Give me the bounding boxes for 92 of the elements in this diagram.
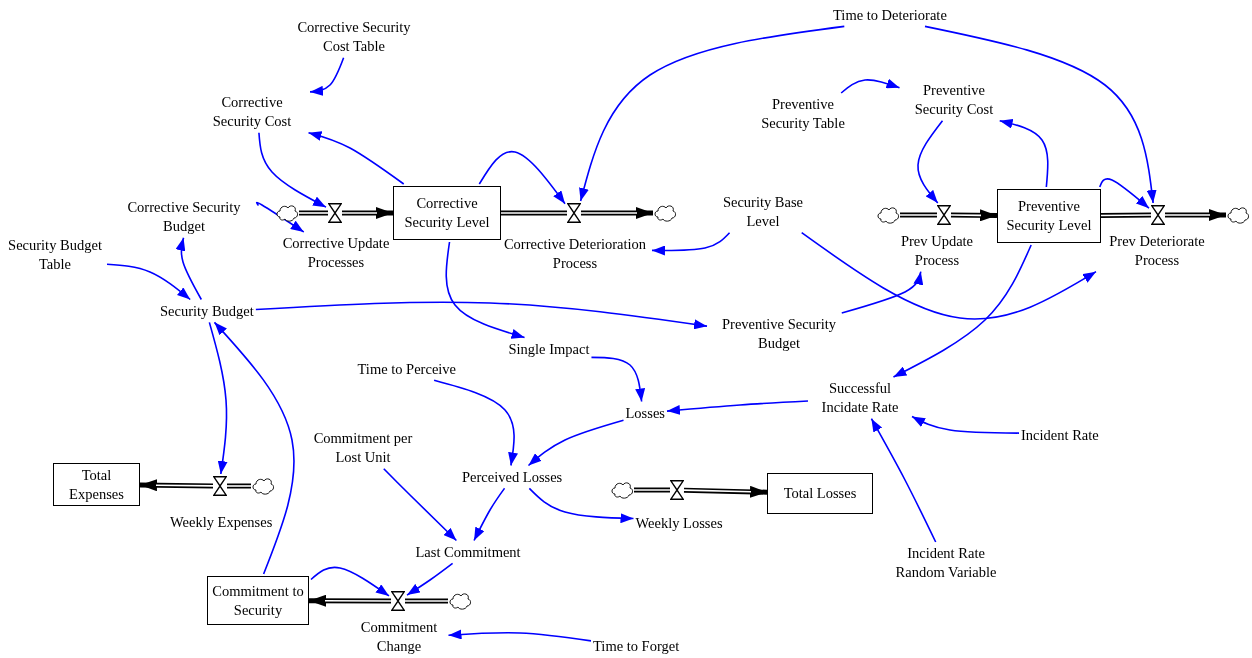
arrow: [208, 321, 228, 475]
arrow: [892, 244, 1032, 378]
flow-pipe: [405, 598, 448, 604]
flow-label: Prev Update Process: [888, 232, 986, 270]
valve-icon: [670, 480, 684, 500]
valve-icon: [213, 476, 227, 496]
flow-pipe: [501, 210, 567, 216]
flow-pipe: [900, 212, 937, 218]
flow-pipe: [342, 207, 393, 219]
variable-label: Last Commitment: [415, 542, 521, 562]
arrow: [255, 301, 708, 330]
arrow: [917, 119, 944, 204]
arrow: [406, 562, 454, 596]
flow-label: Commitment Change: [351, 618, 447, 656]
variable-label: Corrective Security Cost Table: [289, 18, 419, 56]
arrow: [840, 270, 924, 314]
cloud-icon: [275, 203, 299, 223]
flow-label: Prev Deteriorate Process: [1098, 232, 1216, 270]
variable-label: Corrective Security Cost: [196, 93, 308, 131]
arrow: [666, 400, 809, 415]
arrow: [590, 356, 646, 403]
stock-box: Commitment to Security: [207, 576, 309, 625]
valve-icon: [937, 205, 951, 225]
arrow: [307, 131, 405, 185]
arrow: [175, 236, 203, 301]
variable-label: Perceived Losses: [462, 467, 563, 487]
flow-pipe: [299, 210, 328, 216]
flow-pipe: [1165, 209, 1226, 221]
cloud-icon: [251, 476, 275, 496]
arrow: [473, 487, 506, 542]
arrow: [528, 487, 635, 524]
flow-label: Weekly Expenses: [170, 512, 273, 532]
variable-label: Incident Rate: [1021, 425, 1099, 445]
cloud-icon: [1226, 205, 1250, 225]
arrow: [800, 231, 1097, 320]
variable-label: Commitment per Lost Unit: [300, 429, 426, 467]
arrow: [445, 241, 526, 339]
arrow: [840, 78, 901, 94]
variable-label: Time to Deteriorate: [833, 5, 947, 25]
arrow: [447, 629, 592, 642]
valve-icon: [567, 203, 581, 223]
valve-icon: [391, 591, 405, 611]
arrow: [213, 321, 295, 575]
valve-icon: [1151, 205, 1165, 225]
variable-label: Incident Rate Random Variable: [893, 544, 999, 582]
cloud-icon: [448, 591, 472, 611]
arrow: [527, 419, 625, 467]
cloud-icon: [610, 480, 634, 500]
flow-label: Weekly Losses: [635, 513, 723, 533]
variable-label: Security Base Level: [713, 193, 813, 231]
arrow: [651, 231, 731, 256]
variable-label: Corrective Security Budget: [111, 198, 257, 236]
variable-label: Preventive Security Table: [750, 95, 856, 133]
arrow: [255, 201, 305, 233]
arrow: [870, 417, 937, 543]
variable-label: Time to Forget: [593, 636, 680, 656]
flow-label: Corrective Deterioration Process: [500, 235, 650, 273]
arrow: [998, 118, 1049, 188]
arrow: [382, 467, 458, 542]
variable-label: Preventive Security Cost: [901, 81, 1007, 119]
stock-box: Corrective Security Level: [393, 186, 501, 240]
variable-label: Preventive Security Budget: [709, 315, 849, 353]
arrow: [106, 263, 191, 301]
variable-label: Security Budget: [160, 301, 254, 321]
flow-pipe: [951, 209, 998, 222]
cloud-icon: [876, 205, 900, 225]
flow-pipe: [683, 485, 768, 498]
flow-pipe: [634, 487, 670, 493]
stock-box: Total Expenses: [53, 463, 140, 506]
arrow: [258, 131, 327, 208]
variable-label: Single Impact: [508, 339, 590, 359]
flow-pipe: [581, 207, 653, 219]
arrow: [911, 415, 1020, 434]
variable-label: Successful Incidate Rate: [810, 379, 910, 417]
cloud-icon: [653, 203, 677, 223]
variable-label: Security Budget Table: [5, 236, 105, 274]
arrow: [478, 150, 566, 205]
arrow: [310, 566, 390, 597]
variable-label: Time to Perceive: [357, 359, 457, 379]
stock-box: Total Losses: [767, 473, 873, 514]
arrow: [579, 25, 846, 202]
stock-box: Preventive Security Level: [997, 189, 1101, 243]
flow-pipe: [1101, 212, 1152, 218]
variable-label: Losses: [625, 403, 665, 423]
flow-pipe: [139, 479, 214, 492]
arrow: [309, 56, 345, 96]
valve-icon: [328, 203, 342, 223]
flow-pipe: [227, 483, 251, 489]
flow-pipe: [309, 594, 391, 607]
arrow: [1098, 178, 1150, 209]
arrow: [924, 25, 1157, 204]
arrow: [433, 379, 518, 467]
